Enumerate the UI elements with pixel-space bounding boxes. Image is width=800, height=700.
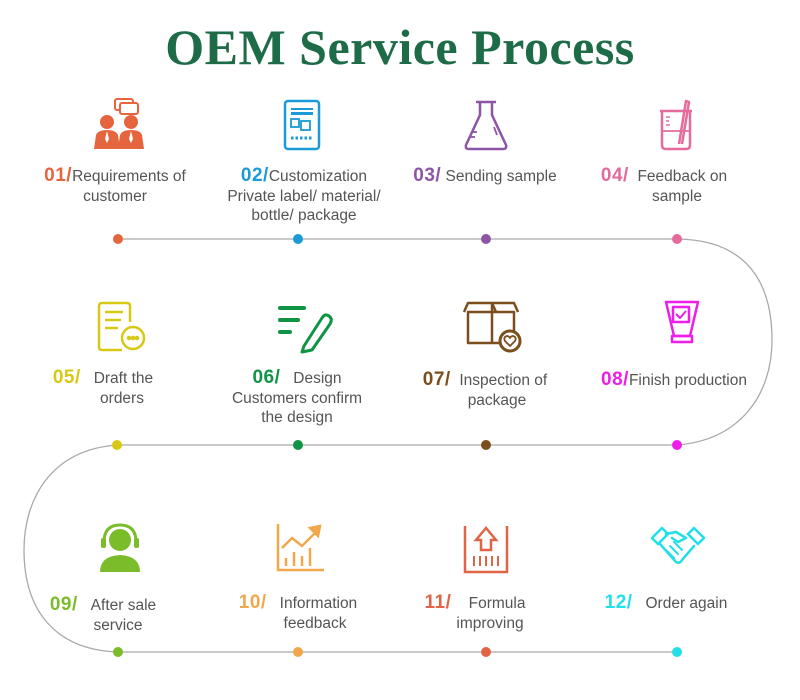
step-title: Design xyxy=(293,370,342,387)
step-number: 07/ xyxy=(422,369,451,390)
step-number: 06/ xyxy=(252,367,281,388)
timeline-dot-02 xyxy=(293,234,303,244)
step-title: Feedback on xyxy=(637,168,728,185)
people-chat-icon xyxy=(90,97,150,153)
timeline-dot-08 xyxy=(672,440,682,450)
edit-pen-icon xyxy=(274,300,334,356)
beaker-icon xyxy=(646,97,706,153)
timeline-dot-03 xyxy=(481,234,491,244)
page-title: OEM Service Process xyxy=(165,19,635,75)
step-number: 03/ xyxy=(413,165,442,186)
step-title: Order again xyxy=(645,595,728,612)
step-number: 12/ xyxy=(604,592,633,613)
step-subtitle: feedback xyxy=(283,615,347,632)
document-chat-icon xyxy=(92,300,152,356)
step-subtitle: service xyxy=(93,617,143,634)
step-title: Requirements of xyxy=(72,168,186,185)
timeline-dot-10 xyxy=(293,647,303,657)
step-title: Finish production xyxy=(628,372,747,389)
step-title: After sale xyxy=(90,597,157,614)
step-subtitle: customer xyxy=(83,188,147,205)
step-09: 09/ After sale service xyxy=(38,595,168,636)
step-subtitle: Private label/ material/ bottle/ package xyxy=(227,188,381,224)
step-11: 11/ Formula improving xyxy=(410,593,540,634)
step-title: Formula xyxy=(468,595,526,612)
step-number: 09/ xyxy=(49,594,78,615)
step-06: 06/ Design Customers confirm the design xyxy=(222,368,372,427)
step-number: 02/ xyxy=(240,165,269,186)
tube-check-icon xyxy=(652,298,712,354)
box-heart-icon xyxy=(458,298,524,354)
timeline-dot-09 xyxy=(113,647,123,657)
step-number: 04/ xyxy=(600,165,629,186)
step-number: 08/ xyxy=(601,369,629,390)
timeline-dot-07 xyxy=(481,440,491,450)
step-title: Information xyxy=(279,595,358,612)
handshake-icon xyxy=(648,520,708,576)
upgrade-arrow-icon xyxy=(456,522,516,578)
flask-icon xyxy=(456,97,516,153)
step-subtitle: package xyxy=(467,392,527,409)
step-number: 05/ xyxy=(52,367,81,388)
support-headset-icon xyxy=(90,520,150,576)
step-subtitle: improving xyxy=(456,615,524,632)
timeline-dot-05 xyxy=(112,440,122,450)
timeline-dot-11 xyxy=(481,647,491,657)
step-subtitle: Customers confirm the design xyxy=(231,390,363,426)
timeline-dot-01 xyxy=(113,234,123,244)
step-05: 05/ Draft the orders xyxy=(38,368,168,409)
step-number: 10/ xyxy=(238,592,267,613)
step-01: 01/Requirements of customer xyxy=(40,166,190,207)
step-title: Inspection of xyxy=(459,372,548,389)
step-subtitle: sample xyxy=(652,188,702,205)
timeline-dot-12 xyxy=(672,647,682,657)
step-number: 01/ xyxy=(44,165,73,186)
step-12: 12/ Order again xyxy=(596,593,736,614)
step-10: 10/ Information feedback xyxy=(228,593,368,634)
step-title: Draft the xyxy=(93,370,154,387)
chart-growth-icon xyxy=(270,520,330,576)
step-08: 08/Finish production xyxy=(594,370,754,391)
step-title: Sending sample xyxy=(445,168,557,185)
timeline-dot-04 xyxy=(672,234,682,244)
step-title: Customization xyxy=(268,168,368,185)
step-subtitle: orders xyxy=(100,390,144,407)
step-number: 11/ xyxy=(424,592,452,613)
step-04: 04/ Feedback on sample xyxy=(594,166,734,207)
tablet-layout-icon xyxy=(272,97,332,153)
step-07: 07/ Inspection of package xyxy=(410,370,560,411)
timeline-dot-06 xyxy=(293,440,303,450)
step-03: 03/ Sending sample xyxy=(410,166,560,187)
step-02: 02/Customization Private label/ material… xyxy=(224,166,384,225)
